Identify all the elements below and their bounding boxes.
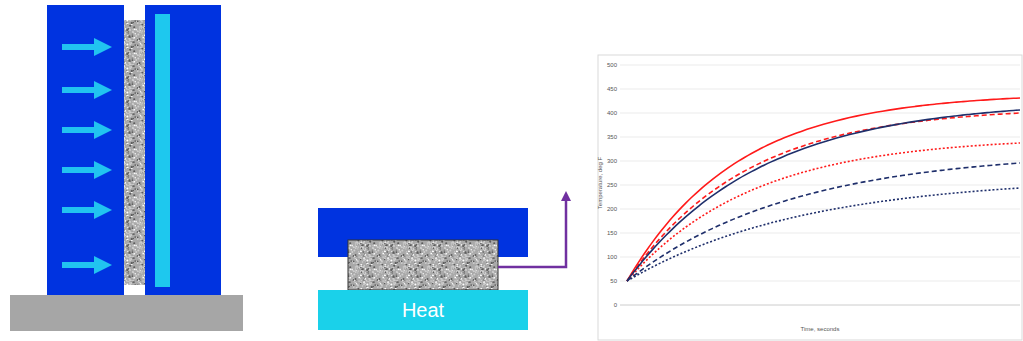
data-series: [627, 143, 1020, 281]
axis-title: Time, seconds: [780, 326, 860, 332]
heat-plate: Heat: [318, 290, 528, 330]
sample-vertical: [124, 20, 145, 285]
gap: [124, 285, 145, 295]
sample-horizontal: [348, 240, 498, 290]
axis-tick: 350: [603, 134, 617, 140]
flow-arrow: [62, 38, 112, 56]
flow-arrow: [62, 121, 112, 139]
axis-tick: 100: [603, 254, 617, 260]
data-series: [627, 110, 1020, 281]
axis-tick: 300: [603, 158, 617, 164]
axis-tick: 450: [603, 86, 617, 92]
axis-tick: 500: [603, 62, 617, 68]
flow-arrow: [62, 201, 112, 219]
axis-tick: 250: [603, 182, 617, 188]
axis-title: Temperature, deg F: [597, 143, 603, 223]
axis-tick: 150: [603, 230, 617, 236]
node-label: Heat: [402, 299, 444, 322]
axis-tick: 50: [603, 278, 617, 284]
left-block: [47, 5, 124, 295]
signal-arrow: [498, 196, 566, 267]
flow-arrow: [62, 256, 112, 274]
right-block: [145, 5, 221, 295]
chart-grid: [620, 65, 1020, 305]
base-plate: [10, 295, 243, 331]
data-series: [627, 98, 1020, 281]
flow-arrow: [62, 81, 112, 99]
flow-arrows: [62, 38, 112, 274]
gap: [124, 5, 145, 20]
data-series: [627, 188, 1020, 281]
chart-frame: [598, 55, 1022, 340]
sensor-strip: [155, 14, 170, 287]
flow-arrow: [62, 161, 112, 179]
data-series: [627, 163, 1020, 281]
data-series: [627, 113, 1020, 281]
axis-tick: 200: [603, 206, 617, 212]
chart-curves: [627, 98, 1020, 281]
axis-tick: 0: [603, 302, 617, 308]
axis-tick: 400: [603, 110, 617, 116]
